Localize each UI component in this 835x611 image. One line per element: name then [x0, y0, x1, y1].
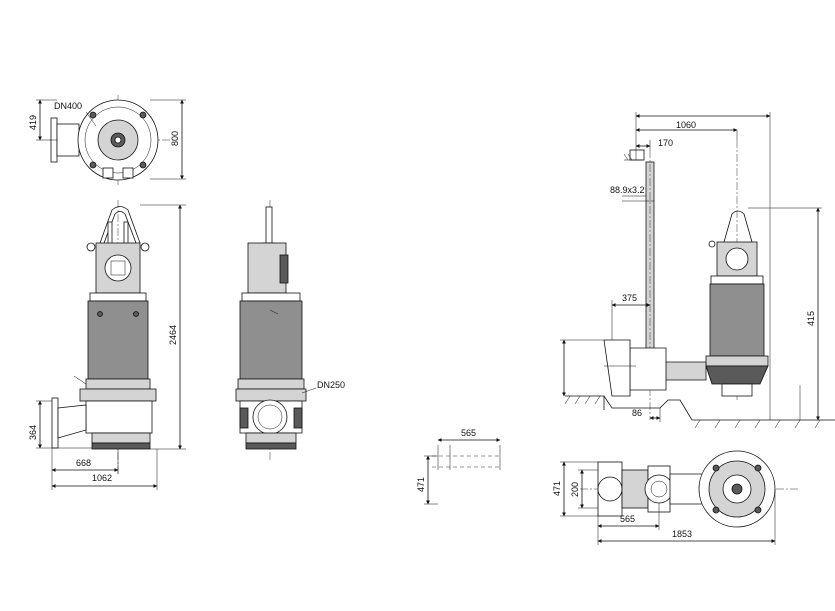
dim-170: 170 [658, 138, 673, 148]
dim-86: 86 [632, 408, 642, 418]
dim-471-plan: 471 [552, 481, 562, 496]
label-dn400: DN400 [54, 101, 82, 111]
side-view: DN250 [235, 200, 345, 460]
dim-1060: 1060 [676, 120, 696, 130]
label-dn250: DN250 [317, 380, 345, 390]
base-footprint: 565 471 [416, 428, 501, 505]
installation-view: 1060 170 88.9x3.2 375 86 415 [560, 112, 835, 429]
dim-668: 668 [76, 458, 91, 468]
front-view: 364 2464 668 1062 [28, 200, 186, 490]
dim-565-base: 565 [461, 428, 476, 438]
dim-415: 415 [806, 311, 816, 326]
top-view: DN400 419 800 [28, 95, 186, 185]
dim-375: 375 [622, 293, 637, 303]
dim-419: 419 [28, 115, 38, 130]
dim-364: 364 [28, 425, 38, 440]
dim-471-base: 471 [416, 477, 426, 492]
dim-2464: 2464 [168, 325, 178, 345]
dim-200: 200 [570, 482, 580, 497]
dim-800: 800 [170, 131, 180, 146]
dim-1853: 1853 [672, 529, 692, 539]
label-pipe: 88.9x3.2 [610, 185, 645, 195]
dim-565-plan: 565 [620, 514, 635, 524]
dim-1062: 1062 [92, 473, 112, 483]
plan-view: 471 200 565 1853 [552, 450, 800, 545]
